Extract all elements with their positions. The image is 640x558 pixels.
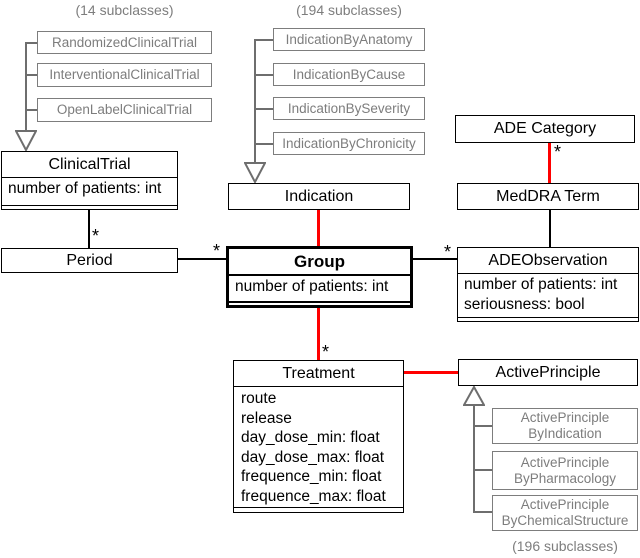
subclass-label-line: ActivePrinciple <box>520 410 610 425</box>
class-attribute: seriousness: bool <box>464 295 585 313</box>
generalization-line <box>254 108 273 110</box>
empty-compartment <box>458 318 638 321</box>
compartment-divider <box>2 205 177 206</box>
generalization-line <box>25 74 37 76</box>
association-line-adecategory-meddra <box>548 143 551 183</box>
generalization-line <box>473 511 492 513</box>
class-title: ActivePrinciple <box>495 363 601 381</box>
multiplicity-star: * <box>322 342 330 362</box>
class-ade-category: ADE Category <box>455 115 635 143</box>
subclass-box: IndicationByCause <box>273 63 425 86</box>
class-clinical-trial: ClinicalTrial number of patients: int <box>1 151 178 210</box>
association-line-clinicaltrial-period <box>88 210 90 248</box>
subclass-label: RandomizedClinicalTrial <box>51 34 198 50</box>
class-attributes: number of patients: int seriousness: boo… <box>458 274 638 317</box>
generalization-line <box>473 406 475 513</box>
subclass-count-indication: (194 subclasses) <box>296 2 402 18</box>
class-title: MedDRA Term <box>496 187 600 205</box>
association-line-treatment-activeprinciple <box>404 371 458 374</box>
subclass-label: IndicationByCause <box>292 66 406 82</box>
empty-compartment <box>229 303 410 305</box>
association-line-period-group <box>178 258 226 260</box>
subclass-label: IndicationByAnatomy <box>285 31 413 47</box>
generalization-arrow-icon <box>244 162 266 183</box>
compartment-divider <box>458 273 638 274</box>
subclass-label: InterventionalClinicalTrial <box>49 67 200 82</box>
compartment-divider <box>229 274 410 276</box>
association-line-indication-group <box>317 210 320 246</box>
compartment-divider <box>458 317 638 318</box>
association-line-group-treatment <box>317 308 320 360</box>
compartment-divider <box>229 301 410 303</box>
class-attribute: frequence_min: float <box>241 468 382 485</box>
multiplicity-star: * <box>444 242 452 262</box>
class-indication: Indication <box>228 183 410 210</box>
empty-compartment <box>234 508 403 512</box>
subclass-label-line: ActivePrinciple <box>520 497 610 512</box>
class-title: Indication <box>284 187 354 205</box>
subclass-label-line: ByChemicalStructure <box>501 513 629 528</box>
class-title: ADE Category <box>493 120 597 137</box>
generalization-line <box>254 39 256 162</box>
generalization-line <box>254 39 273 41</box>
subclass-box: IndicationByAnatomy <box>273 28 425 51</box>
class-group: Group number of patients: int <box>226 246 413 308</box>
compartment-divider <box>234 386 403 387</box>
empty-compartment <box>2 206 177 209</box>
subclass-box: ActivePrinciple ByIndication <box>492 408 638 444</box>
association-line-meddra-adeobservation <box>549 210 551 247</box>
class-attribute: route <box>241 390 277 407</box>
class-attribute: frequence_max: float <box>241 487 386 505</box>
generalization-line <box>254 143 273 145</box>
subclass-box: ActivePrinciple ByChemicalStructure <box>492 495 638 531</box>
class-title: Group <box>294 251 345 271</box>
class-title: ClinicalTrial <box>48 155 131 173</box>
class-attribute: number of patients: int <box>8 180 162 197</box>
generalization-arrow-icon <box>15 130 37 151</box>
class-treatment: Treatment route release day_dose_min: fl… <box>233 360 404 513</box>
generalization-line <box>25 109 37 111</box>
class-attribute: number of patients: int <box>464 276 618 293</box>
subclass-label: IndicationByChronicity <box>282 135 416 151</box>
compartment-divider <box>2 177 177 178</box>
subclass-count-active-principle: (196 subclasses) <box>512 538 618 554</box>
subclass-box: IndicationBySeverity <box>273 97 425 120</box>
subclass-box: OpenLabelClinicalTrial <box>37 98 212 122</box>
class-active-principle: ActivePrinciple <box>458 359 638 386</box>
subclass-label-line: ActivePrinciple <box>520 454 610 470</box>
generalization-line <box>254 74 273 76</box>
generalization-arrow-icon <box>463 386 485 406</box>
subclass-label-line: ByIndication <box>528 426 602 441</box>
subclass-label-line: ByPharmacology <box>513 470 617 486</box>
class-attribute: number of patients: int <box>235 278 389 295</box>
subclass-box: InterventionalClinicalTrial <box>37 63 212 87</box>
compartment-divider <box>234 507 403 508</box>
generalization-line <box>473 425 492 427</box>
association-line-group-adeobservation <box>413 258 457 260</box>
class-title: ADEObservation <box>488 251 608 269</box>
class-meddra-term: MedDRA Term <box>457 183 639 210</box>
generalization-line <box>473 469 492 471</box>
class-attributes: route release day_dose_min: float day_do… <box>234 387 403 507</box>
class-ade-observation: ADEObservation number of patients: int s… <box>457 247 639 322</box>
subclass-count-clinical-trial: (14 subclasses) <box>75 2 174 18</box>
subclass-box: IndicationByChronicity <box>273 132 425 155</box>
multiplicity-star: * <box>213 241 221 261</box>
subclass-box: RandomizedClinicalTrial <box>37 31 212 54</box>
generalization-line <box>25 42 27 131</box>
subclass-label: IndicationBySeverity <box>287 100 411 116</box>
class-title: Treatment <box>282 364 355 382</box>
subclass-label: OpenLabelClinicalTrial <box>56 102 193 117</box>
generalization-line <box>25 42 37 44</box>
multiplicity-star: * <box>554 142 562 162</box>
multiplicity-star: * <box>92 226 100 246</box>
class-period: Period <box>1 248 178 273</box>
class-attribute: day_dose_max: float <box>241 448 385 466</box>
subclass-box: ActivePrinciple ByPharmacology <box>492 451 638 490</box>
class-attribute: release <box>241 409 292 427</box>
class-title: Period <box>66 251 113 269</box>
class-attribute: day_dose_min: float <box>241 429 380 446</box>
